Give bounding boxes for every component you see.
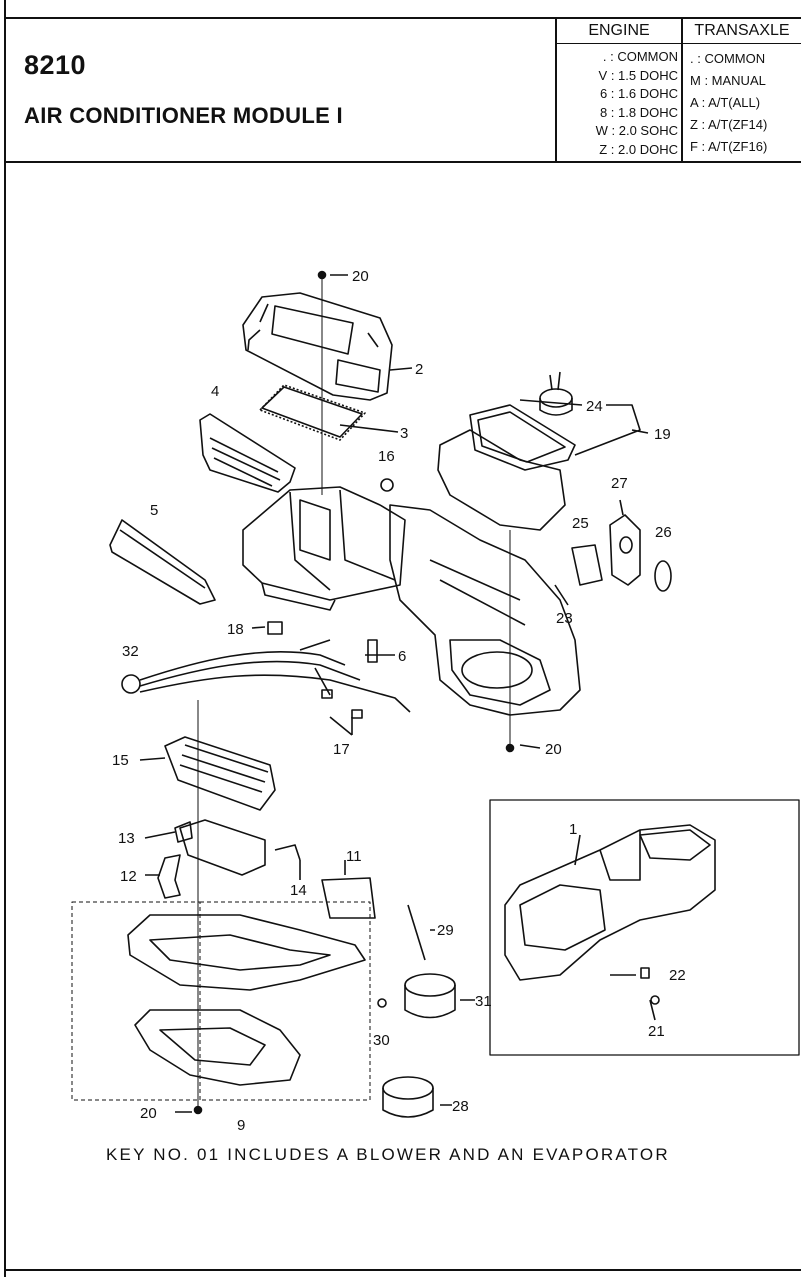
callout-label: 26: [655, 524, 672, 541]
callout-label: 2: [415, 361, 423, 378]
page-frame-bottom: [4, 1269, 801, 1271]
callout-label: 12: [120, 868, 137, 885]
part-5-bracket: [109, 519, 216, 605]
evaporator-case: [389, 504, 581, 716]
legend-heading-rule: [555, 43, 801, 44]
callout-label: 19: [654, 426, 671, 443]
part-17-clip-b: [351, 709, 363, 719]
transaxle-legend-row: F : A/T(ZF16): [690, 139, 768, 154]
part-26-cap: [654, 560, 672, 592]
callout-label: 28: [452, 1098, 469, 1115]
legend-divider-left: [555, 17, 557, 163]
part-14-clip: [274, 844, 301, 861]
transaxle-legend-row: . : COMMON: [690, 51, 766, 66]
callout-label: 4: [211, 383, 219, 400]
part-11-plate: [321, 877, 376, 919]
engine-legend-row: . : COMMON: [602, 49, 678, 64]
part-31-motor: [404, 973, 456, 1019]
callout-label: 31: [475, 993, 492, 1010]
part-27-plate: [609, 514, 641, 586]
blower-housing: [242, 486, 406, 611]
callout-label: 16: [378, 448, 395, 465]
engine-legend-row: V : 1.5 DOHC: [598, 67, 678, 83]
callout-label: 21: [648, 1023, 665, 1040]
part-12-bracket: [157, 854, 181, 899]
engine-legend-row: Z : 2.0 DOHC: [599, 141, 678, 157]
page-number: 8210: [24, 50, 87, 80]
transaxle-legend-row: Z : A/T(ZF14): [690, 117, 768, 132]
part-32-harness: [121, 639, 411, 713]
part-17-clip-a: [321, 689, 333, 699]
part-13-core: [179, 819, 266, 876]
legend-divider-mid: [681, 17, 683, 163]
part-28-motor: [382, 1076, 434, 1118]
callout-label: 24: [586, 398, 603, 415]
callout-label: 27: [611, 475, 628, 492]
part-25-bracket: [571, 544, 603, 586]
part-16-grommet: [380, 478, 394, 492]
part-24-actuator: [539, 371, 573, 416]
exploded-parts-diagram: 20 2 3 4 16 24 19 27 5 25 26 23 18 6 32 …: [71, 268, 800, 1134]
header-top-rule: [4, 17, 801, 19]
callout-label: 18: [227, 621, 244, 638]
part-1-inset-box: [489, 799, 800, 1056]
engine-legend-row: W : 2.0 SOHC: [595, 123, 678, 138]
callout-label: 30: [373, 1032, 390, 1049]
part-9-lower-case: [127, 914, 366, 1086]
engine-heading: ENGINE: [588, 22, 650, 39]
callout-label: 6: [398, 648, 406, 665]
callout-label: 14: [290, 882, 307, 899]
callout-label: 3: [400, 425, 408, 442]
header-bottom-rule: [4, 161, 801, 163]
part-6-switch: [367, 639, 378, 663]
transaxle-legend-row: A : A/T(ALL): [690, 95, 761, 110]
part-19-outlet-duct: [437, 404, 576, 531]
part-29-rod: [407, 904, 426, 961]
transaxle-heading: TRANSAXLE: [694, 22, 790, 39]
page-title: AIR CONDITIONER MODULE I: [24, 103, 343, 128]
callout-label: 15: [112, 752, 129, 769]
engine-legend-row: 8 : 1.8 DOHC: [599, 104, 678, 120]
part-2-upper-case: [242, 292, 393, 401]
callout-label: 1: [569, 821, 577, 838]
part-21-screw: [650, 995, 660, 1005]
part-18-clip: [267, 621, 283, 635]
callout-label: 17: [333, 741, 350, 758]
transaxle-legend: . : COMMON M : MANUAL A : A/T(ALL) Z : A…: [690, 48, 800, 158]
callout-label: 25: [572, 515, 589, 532]
footnote: KEY NO. 01 INCLUDES A BLOWER AND AN EVAP…: [106, 1145, 670, 1164]
part-15-heater-core: [164, 736, 276, 811]
transaxle-legend-row: M : MANUAL: [690, 73, 766, 88]
callout-label: 13: [118, 830, 135, 847]
part-22-clip: [640, 967, 650, 979]
part-30-screw: [377, 998, 387, 1008]
callout-label: 22: [669, 967, 686, 984]
page-frame-left: [4, 0, 6, 1277]
callout-label: 5: [150, 502, 158, 519]
callout-label: 20: [140, 1105, 157, 1122]
callout-label: 32: [122, 643, 139, 660]
part-3-filter: [259, 384, 366, 441]
callout-label: 20: [545, 741, 562, 758]
part-4-panel: [199, 413, 296, 493]
callout-label: 23: [556, 610, 573, 627]
callout-label: 29: [437, 922, 454, 939]
engine-legend: . : COMMON V : 1.5 DOHC 6 : 1.6 DOHC 8 :…: [560, 48, 678, 159]
callout-label: 11: [346, 848, 362, 865]
callout-label: 20: [352, 268, 369, 285]
callout-label: 9: [237, 1117, 245, 1134]
part-1-assembly: [504, 824, 716, 981]
engine-legend-row: 6 : 1.6 DOHC: [599, 86, 678, 101]
